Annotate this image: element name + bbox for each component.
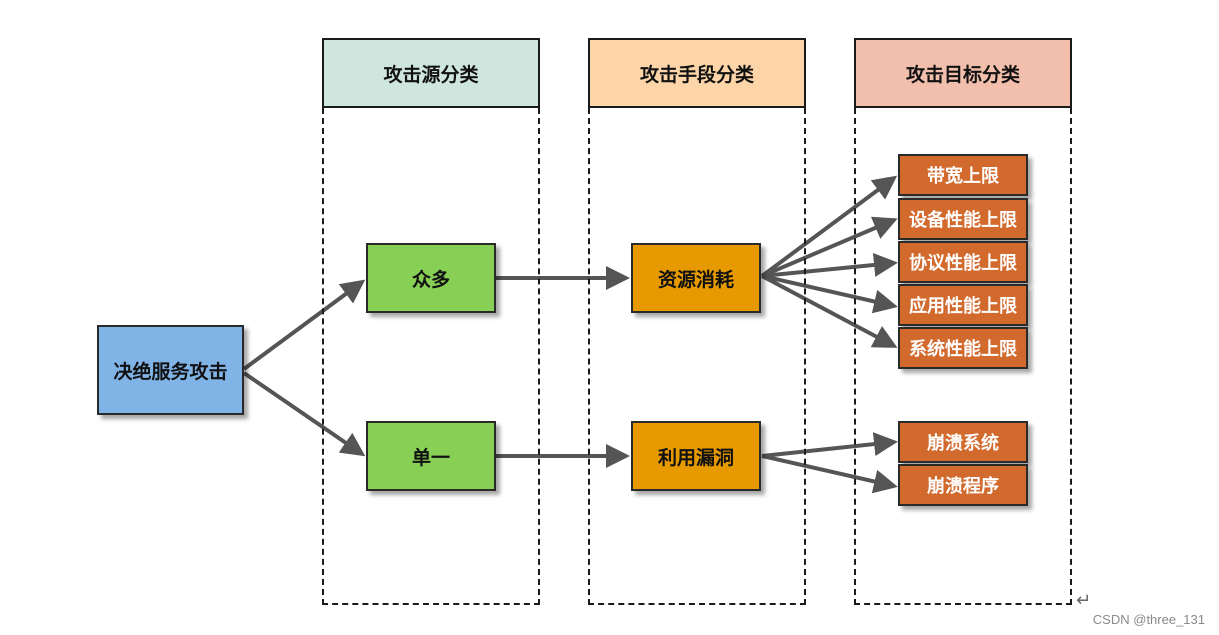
column-header-source: 攻击源分类 xyxy=(322,38,540,108)
means-node-consume: 资源消耗 xyxy=(631,243,761,313)
arrow-root-to-many xyxy=(242,279,366,371)
target-node-application: 应用性能上限 xyxy=(898,284,1028,326)
arrow-consume-to-protocol xyxy=(761,253,898,278)
target-node-crash-program: 崩溃程序 xyxy=(898,464,1028,506)
arrow-consume-to-device xyxy=(761,216,898,278)
column-body-source xyxy=(322,108,540,605)
column-body-means xyxy=(588,108,806,605)
target-node-device: 设备性能上限 xyxy=(898,198,1028,240)
target-node-system: 系统性能上限 xyxy=(898,327,1028,369)
target-node-crash-system: 崩溃系统 xyxy=(898,421,1028,463)
column-header-target: 攻击目标分类 xyxy=(854,38,1072,108)
arrow-exploit-to-crash-system xyxy=(761,432,898,458)
watermark: CSDN @three_131 xyxy=(1092,612,1205,627)
means-node-exploit: 利用漏洞 xyxy=(631,421,761,491)
root-node: 决绝服务攻击 xyxy=(97,325,244,415)
arrow-consume-to-bandwidth xyxy=(760,175,898,278)
arrow-consume-to-application xyxy=(761,274,898,314)
arrow-root-to-single xyxy=(242,371,366,457)
column-header-means: 攻击手段分类 xyxy=(588,38,806,108)
target-node-protocol: 协议性能上限 xyxy=(898,241,1028,283)
arrow-consume-to-system xyxy=(761,274,898,348)
source-node-many: 众多 xyxy=(366,243,496,313)
return-glyph: ↵ xyxy=(1076,590,1092,611)
arrow-exploit-to-crash-program xyxy=(761,454,898,494)
source-node-single: 单一 xyxy=(366,421,496,491)
target-node-bandwidth: 带宽上限 xyxy=(898,154,1028,196)
column-body-target xyxy=(854,108,1072,605)
